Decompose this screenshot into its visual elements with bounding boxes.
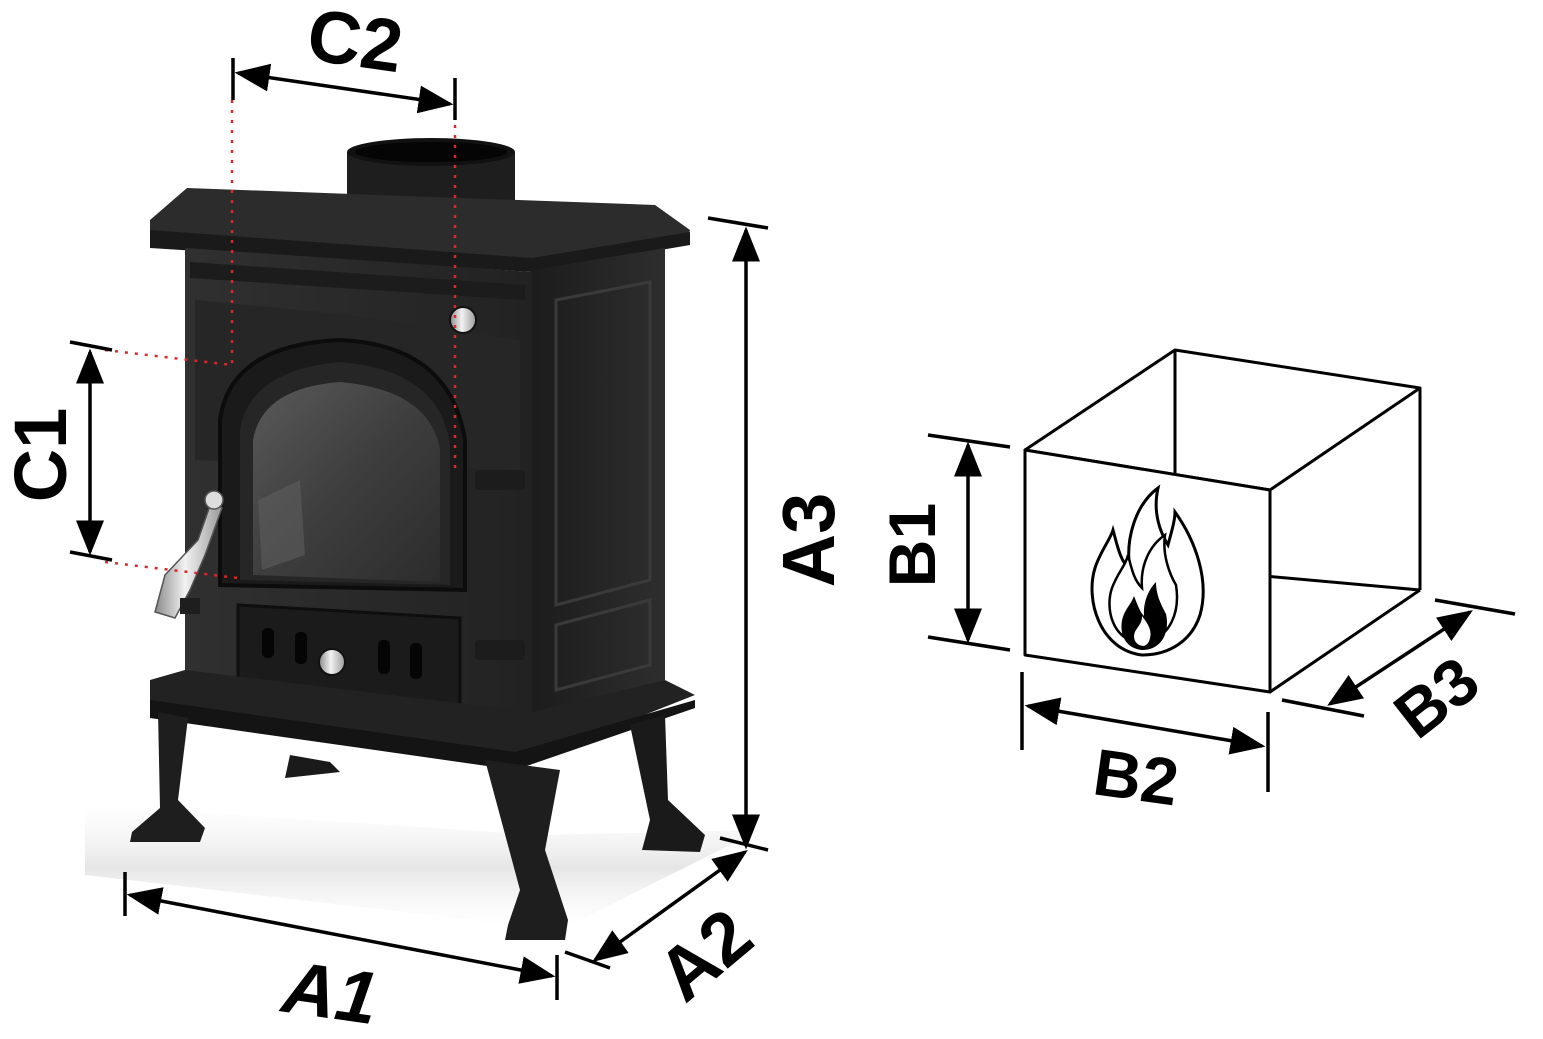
a1-dimension	[123, 872, 559, 1000]
side-panel	[532, 248, 665, 720]
stove-door	[218, 337, 525, 660]
firebox-cube	[1023, 348, 1422, 694]
c2-dimension	[231, 58, 457, 120]
top-plate	[150, 188, 690, 272]
ash-air-knob	[318, 648, 346, 676]
label-a3: A3	[767, 493, 850, 588]
floor-shadow	[85, 805, 760, 930]
b3-dimension	[1281, 598, 1516, 718]
c1-dimension	[69, 340, 113, 562]
label-b2: B2	[1089, 734, 1183, 819]
b2-dimension	[1020, 672, 1270, 792]
flame-icon	[1090, 484, 1205, 657]
label-c2: C2	[303, 0, 408, 88]
a2-dimension	[564, 849, 748, 970]
label-c1: C1	[0, 408, 82, 503]
a3-dimension	[707, 216, 769, 852]
stove-illustration	[85, 138, 760, 940]
b-dimension-lines	[927, 433, 1516, 792]
label-b1: B1	[875, 503, 949, 587]
door-handle	[154, 490, 224, 619]
top-air-knob	[449, 306, 477, 334]
b1-dimension	[927, 433, 1011, 652]
label-a1: A1	[276, 945, 383, 1039]
flue-guides	[104, 100, 457, 580]
dimension-lines	[69, 58, 769, 1000]
base-plinth	[150, 670, 695, 770]
